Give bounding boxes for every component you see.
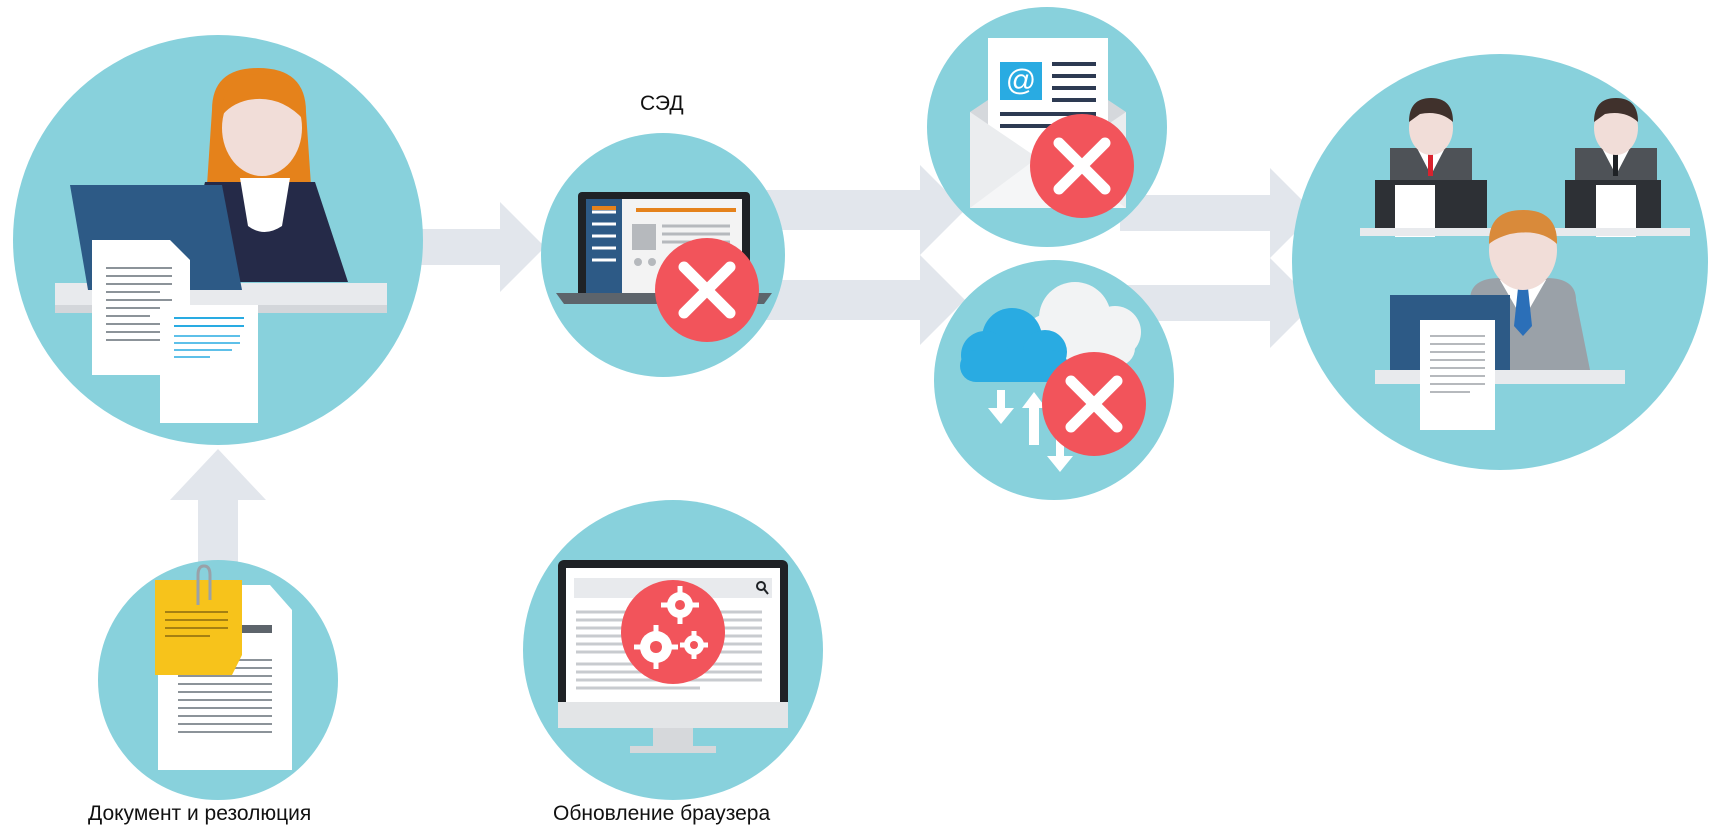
cloud-icon	[960, 308, 1068, 382]
arrow-up	[170, 449, 266, 590]
error-icon	[1042, 352, 1146, 456]
document-label: Документ и резолюция	[88, 802, 312, 825]
document-node	[98, 560, 338, 800]
person-icon	[1375, 210, 1625, 430]
collar-icon	[240, 178, 290, 232]
woman-head-icon	[222, 80, 302, 176]
sed-label: СЭД	[640, 92, 684, 115]
browser-update-label: Обновление браузера	[553, 802, 771, 825]
document-icon	[160, 305, 258, 423]
person-icon	[1550, 98, 1690, 237]
arrow-email-to-team	[1120, 168, 1315, 258]
at-icon: @	[1006, 64, 1036, 97]
arrow-sed-to-cloud	[760, 255, 965, 345]
arrow-user-to-sed	[415, 202, 545, 292]
search-icon	[756, 581, 769, 595]
sed-node	[541, 133, 785, 377]
settings-gears-icon	[621, 580, 725, 684]
arrows	[170, 165, 1315, 590]
arrow-cloud-to-team	[1120, 258, 1315, 348]
team-node	[1292, 54, 1708, 470]
cloud-node	[934, 260, 1174, 500]
email-node: @	[927, 7, 1167, 247]
hair-bangs-icon	[220, 73, 304, 120]
paperclip-icon	[196, 564, 212, 605]
arrow-sed-to-email	[760, 165, 965, 255]
error-icon	[655, 238, 759, 342]
browser-node	[523, 500, 823, 800]
error-icon	[1030, 114, 1134, 218]
person-icon	[1360, 98, 1500, 237]
user-node	[13, 35, 423, 445]
sync-arrows-icon	[988, 390, 1073, 472]
